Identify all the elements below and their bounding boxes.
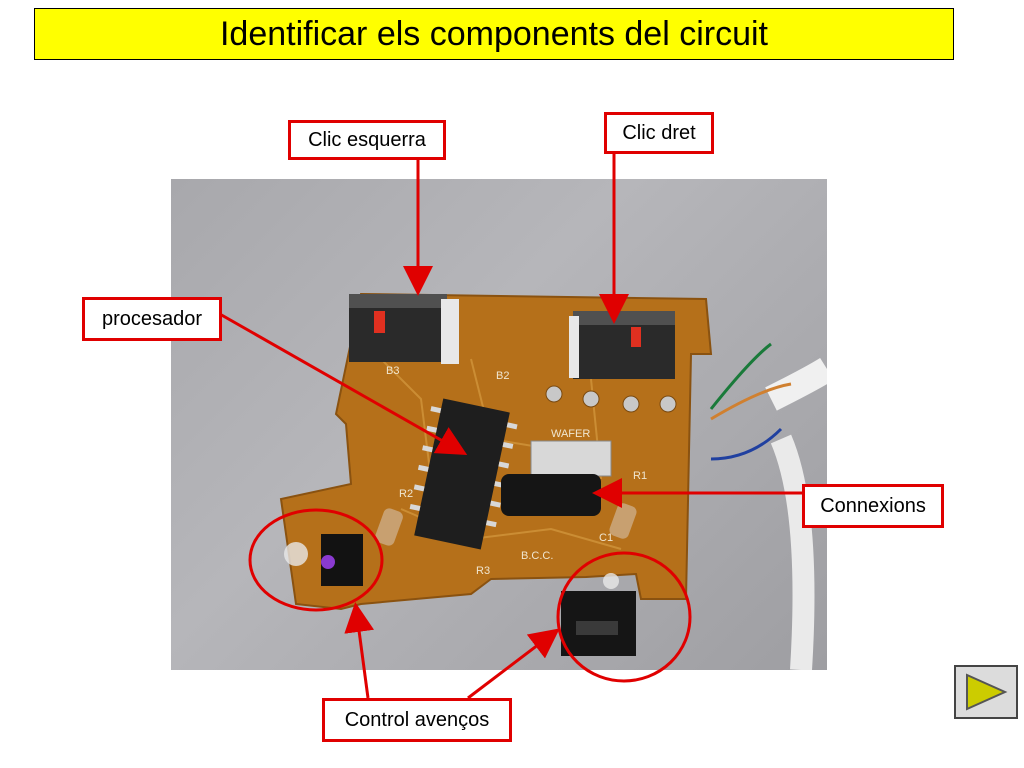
white-cable bbox=[765, 357, 827, 411]
pcb-text-r3: R3 bbox=[476, 565, 490, 577]
pcb-text-b3: B3 bbox=[386, 365, 399, 377]
next-slide-button[interactable] bbox=[954, 665, 1018, 719]
orange-wire bbox=[710, 382, 792, 421]
label-connexions: Connexions bbox=[802, 484, 944, 528]
blue-wire bbox=[710, 427, 783, 461]
play-triangle-icon bbox=[966, 673, 1008, 711]
label-procesador: procesador bbox=[82, 297, 222, 341]
pcb-text-wafer: WAFER bbox=[551, 428, 590, 440]
white-cable-2 bbox=[770, 434, 815, 670]
label-clic-dret: Clic dret bbox=[604, 112, 714, 154]
circuit-board-photo: B3 B2 WAFER B.C.C. R2 R3 R1 C1 bbox=[171, 179, 827, 670]
green-wire bbox=[709, 342, 772, 410]
label-clic-dret-text: Clic dret bbox=[622, 121, 696, 144]
resistor-r1 bbox=[609, 503, 637, 539]
pcb-text-c1: C1 bbox=[599, 532, 613, 544]
label-clic-esquerra-text: Clic esquerra bbox=[308, 128, 426, 151]
slide-title: Identificar els components del circuit bbox=[34, 8, 954, 60]
pcb-text-b2: B2 bbox=[496, 370, 509, 382]
crystal-component bbox=[501, 474, 601, 516]
pcb-text-r1: R1 bbox=[633, 470, 647, 482]
pcb-text-bcc: B.C.C. bbox=[521, 550, 553, 562]
label-clic-esquerra: Clic esquerra bbox=[288, 120, 446, 160]
label-connexions-text: Connexions bbox=[820, 494, 926, 517]
slide-title-text: Identificar els components del circuit bbox=[219, 14, 769, 53]
label-control-avencos: Control avenços bbox=[322, 698, 512, 742]
label-procesador-text: procesador bbox=[101, 307, 203, 330]
label-control-avencos-text: Control avenços bbox=[344, 708, 490, 731]
pcb-illustration: B3 B2 WAFER B.C.C. R2 R3 R1 C1 bbox=[279, 292, 827, 670]
wafer-connector bbox=[530, 440, 612, 477]
pcb-text-r2: R2 bbox=[399, 488, 413, 500]
